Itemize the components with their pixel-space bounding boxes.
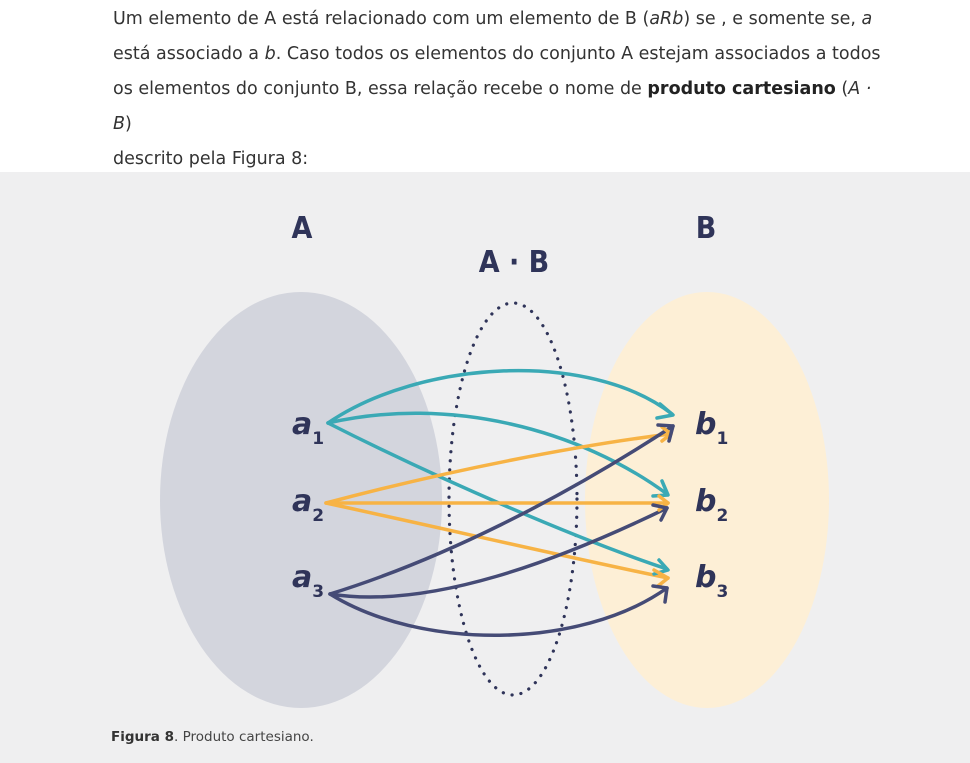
arrow-a3-b3 <box>328 586 669 637</box>
paragraph-bold-term: produto cartesiano <box>647 79 836 99</box>
element-b3: b3 <box>695 560 728 602</box>
arrowhead-a3-b3 <box>651 584 669 604</box>
paragraph-text: ( <box>835 79 849 99</box>
caption-text: . Produto cartesiano. <box>174 729 314 745</box>
arrowhead-a1-b1 <box>655 402 675 420</box>
element-b2: b2 <box>695 484 728 526</box>
set-a-ellipse <box>160 292 442 708</box>
set-a-label: A <box>292 211 313 246</box>
paragraph-text: ) <box>125 114 132 134</box>
arrow-a2-b3 <box>324 501 670 580</box>
paragraph-text: descrito pela Figura 8: <box>113 149 309 169</box>
caption-figure-number: Figura 8 <box>111 729 174 745</box>
paragraph-italic: A · B <box>113 79 872 134</box>
product-label: A · B <box>479 245 550 280</box>
arrow-a1-b2 <box>326 411 669 496</box>
element-a3: a3 <box>292 560 324 602</box>
paragraph-text: Um elemento de A está relacionado com um… <box>113 9 650 29</box>
element-a1: a1 <box>292 407 324 449</box>
paragraph-text: ) se , e somente se, <box>683 9 862 29</box>
product-dotted-ellipse <box>447 301 579 697</box>
paragraph-text: . Caso todos os elementos do conjunto A … <box>113 44 881 99</box>
figure-caption: Figura 8. Produto cartesiano. <box>111 729 314 745</box>
arrow-a1-b1 <box>326 368 674 425</box>
set-b-label: B <box>696 211 717 246</box>
element-a2: a2 <box>292 484 324 526</box>
arrow-a2-b1 <box>324 432 672 505</box>
arrows-from-a2 <box>324 432 672 580</box>
arrowhead-a3-b1 <box>656 423 675 443</box>
arrowhead-a2-b3 <box>652 568 670 588</box>
arrows-from-a1 <box>326 368 674 571</box>
paragraph-italic: b <box>264 44 276 64</box>
cartesian-product-diagram: A B A · B a1 a2 a3 b1 b2 b3 <box>160 211 829 708</box>
paragraph-italic: aRb <box>649 9 684 29</box>
element-b1: b1 <box>695 407 728 449</box>
paragraph: Um elemento de A está relacionado com um… <box>113 2 883 177</box>
paragraph-text: está associado a <box>113 44 265 64</box>
arrow-a3-b2 <box>328 506 669 599</box>
arrow-a1-b3 <box>326 421 669 571</box>
arrows-from-a3 <box>328 424 675 637</box>
arrow-a3-b1 <box>328 424 675 596</box>
arrowheads <box>651 402 675 604</box>
paragraph-italic: a <box>861 9 873 29</box>
figure-panel: A B A · B a1 a2 a3 b1 b2 b3 Figura 8. Pr… <box>0 172 970 763</box>
arrowhead-a3-b2 <box>651 503 669 522</box>
